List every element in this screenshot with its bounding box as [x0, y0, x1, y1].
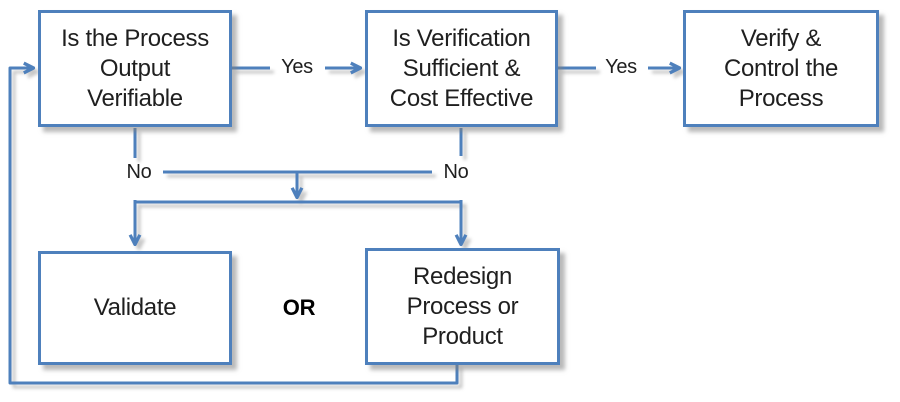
- node-verification-sufficient: Is Verification Sufficient & Cost Effect…: [365, 10, 558, 127]
- edge-label-yes2: Yes: [605, 56, 637, 78]
- node-process-output-verifiable: Is the Process Output Verifiable: [38, 10, 232, 127]
- node-label: Validate: [93, 294, 177, 321]
- edge-label-or: OR: [282, 295, 316, 320]
- edge-label-yes1: Yes: [281, 56, 313, 78]
- node-label: Is Verification Sufficient & Cost Effect…: [389, 24, 534, 112]
- node-label: Redesign Process or Product: [406, 262, 519, 350]
- edge-label-no1: No: [126, 161, 152, 183]
- node-label: Verify & Control the Process: [723, 24, 839, 112]
- node-validate: Validate: [38, 251, 232, 365]
- edge-label-no2: No: [443, 161, 469, 183]
- node-verify-control-process: Verify & Control the Process: [683, 10, 879, 127]
- node-redesign-process-product: Redesign Process or Product: [365, 248, 560, 365]
- node-label: Is the Process Output Verifiable: [61, 24, 209, 112]
- edge-feedback-loop-arrow: [8, 61, 459, 385]
